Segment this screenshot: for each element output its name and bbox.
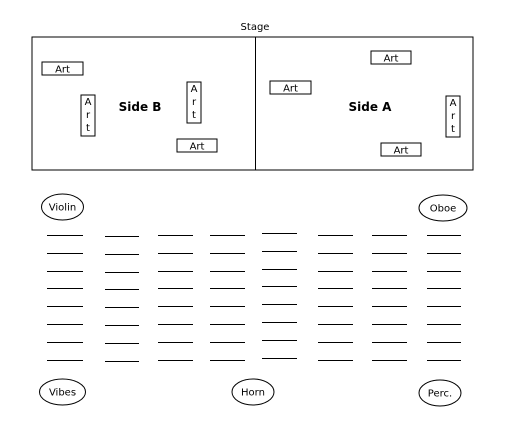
perc-position: Perc.	[418, 379, 462, 407]
oboe-position: Oboe	[418, 194, 468, 222]
art-letter: r	[86, 110, 91, 121]
art-letter: t	[192, 110, 196, 121]
art-box-vertical: A r t	[80, 94, 96, 137]
oboe-label: Oboe	[430, 204, 457, 215]
horn-position: Horn	[231, 378, 275, 406]
art-label: Art	[384, 54, 399, 65]
art-box-vertical: A r t	[445, 95, 461, 138]
art-label: Art	[55, 65, 70, 76]
art-letter: r	[451, 111, 456, 122]
art-label: Art	[394, 146, 409, 157]
horn-label: Horn	[241, 388, 265, 399]
art-box: Art	[370, 50, 412, 65]
violin-label: Violin	[49, 203, 76, 214]
art-label: Art	[283, 84, 298, 95]
art-box-vertical: A r t	[186, 81, 202, 124]
art-letter: r	[192, 97, 197, 108]
art-box: Art	[41, 61, 84, 76]
stage-label: Stage	[241, 22, 270, 33]
art-label: Art	[190, 142, 205, 153]
audience-seating	[47, 233, 461, 362]
violin-position: Violin	[41, 193, 84, 221]
art-letter: A	[85, 97, 92, 108]
side-b-label: Side B	[119, 100, 162, 114]
art-box: Art	[269, 80, 312, 95]
art-box: Art	[380, 142, 422, 157]
side-a-label: Side A	[349, 100, 393, 114]
art-letter: t	[451, 124, 455, 135]
art-letter: A	[191, 84, 198, 95]
art-box: Art	[176, 138, 218, 153]
stage-outline	[31, 36, 474, 171]
vibes-position: Vibes	[39, 378, 86, 406]
art-letter: t	[86, 123, 90, 134]
vibes-label: Vibes	[49, 388, 76, 399]
art-letter: A	[450, 98, 457, 109]
perc-label: Perc.	[428, 389, 452, 400]
